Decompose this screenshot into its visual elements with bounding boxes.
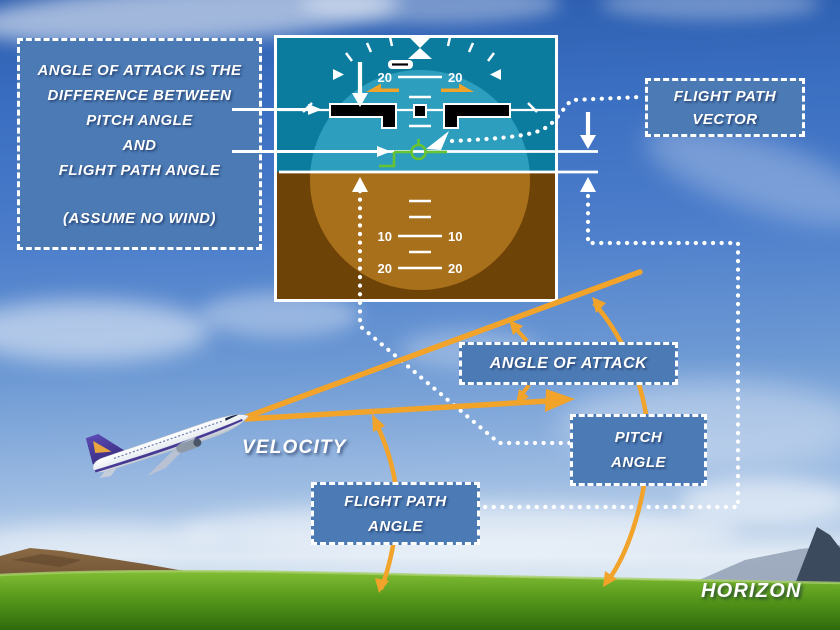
explanation-line: (ASSUME NO WIND) [63,209,216,227]
pitch-angle-label-box: PITCH ANGLE [570,414,707,486]
flight-path-vector-label-box: FLIGHT PATH VECTOR [645,78,805,137]
attitude-indicator-display [274,35,558,302]
cloud [300,0,560,24]
aoa-arrow-to-velocity-line [521,383,531,395]
explanation-box: ANGLE OF ATTACK IS THE DIFFERENCE BETWEE… [17,38,262,250]
aoa-arrow-to-pitch-line [515,328,529,343]
velocity-label: VELOCITY [242,437,347,458]
airplane-image [85,414,249,478]
explanation-line: FLIGHT PATH ANGLE [58,161,221,179]
adi-inner-dome [310,70,530,290]
velocity-arrowhead [545,389,575,412]
explanation-line: AND [122,136,157,154]
fpa-measure-up-arrow [580,177,596,192]
horizon-label: HORIZON [701,580,802,602]
explanation-line: PITCH ANGLE [86,111,193,129]
explanation-line: ANGLE OF ATTACK IS THE [37,61,242,79]
cloud [600,0,820,20]
angle-of-attack-label-box: ANGLE OF ATTACK [459,342,678,385]
cloud [0,300,210,362]
velocity-line [243,398,551,422]
explanation-line: DIFFERENCE BETWEEN [47,86,232,104]
flight-path-angle-label-box: FLIGHT PATH ANGLE [311,482,480,545]
